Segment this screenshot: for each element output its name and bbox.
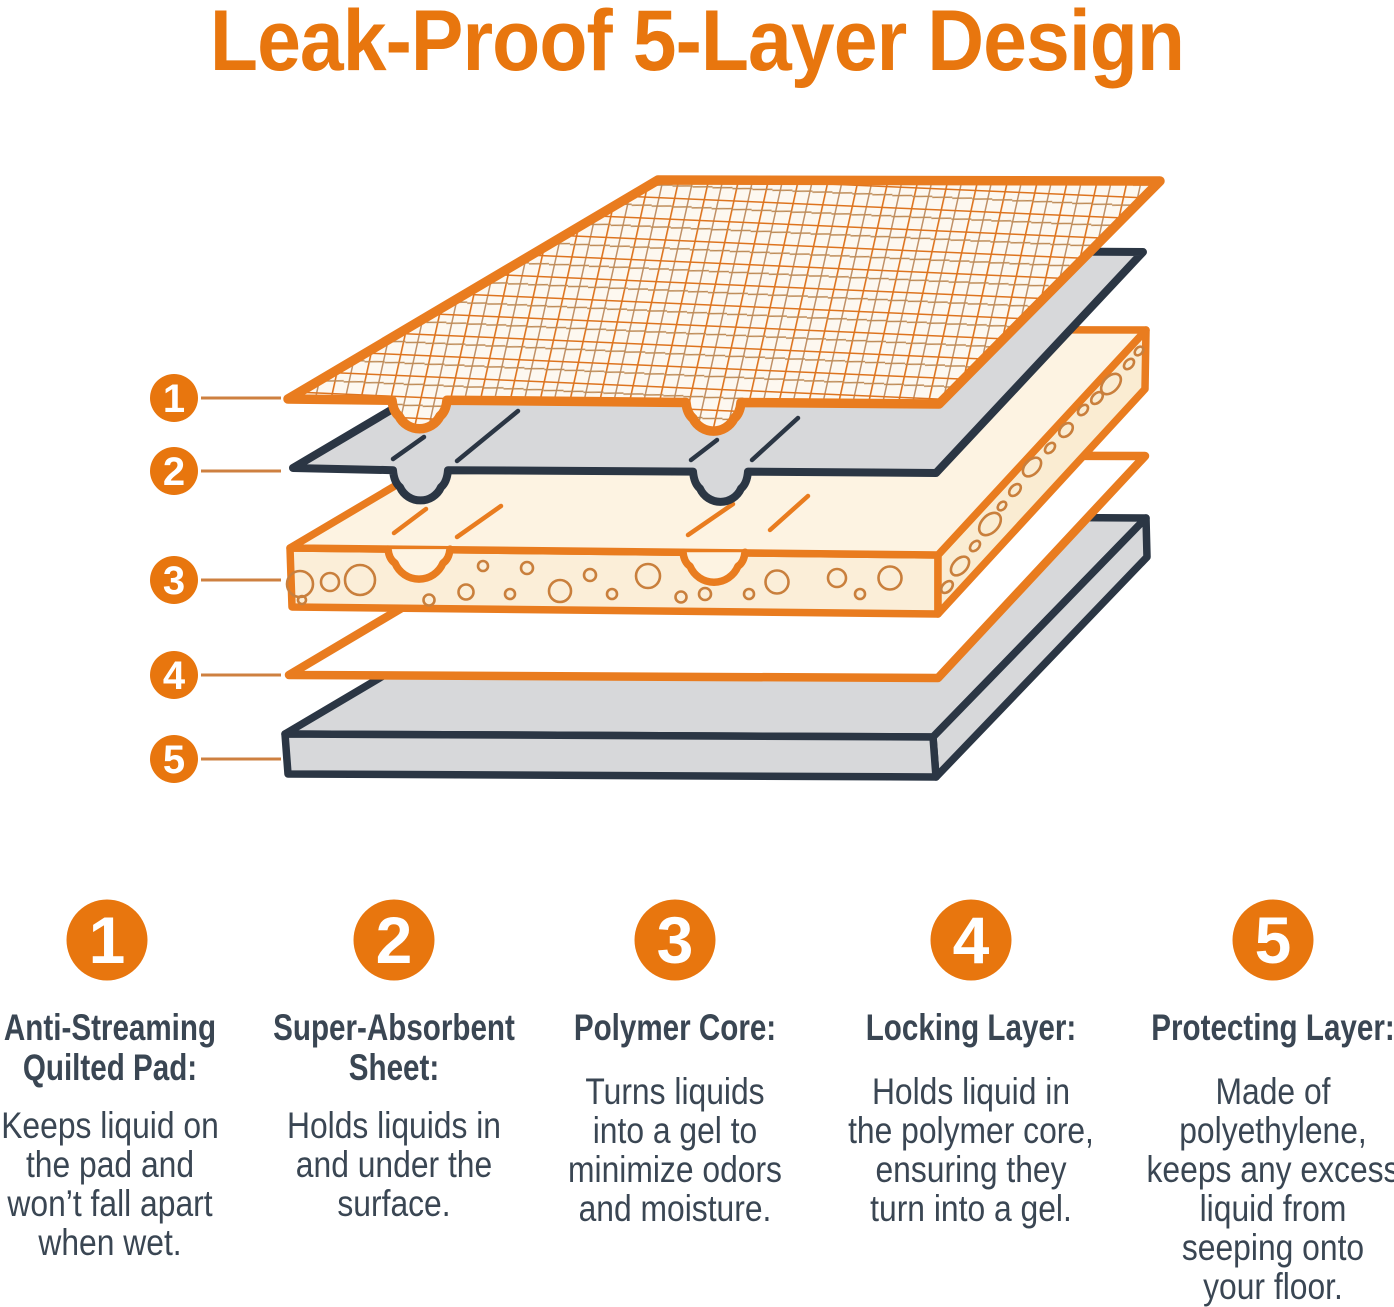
svg-text:3: 3 xyxy=(163,559,185,603)
svg-text:1: 1 xyxy=(163,377,185,421)
svg-text:5: 5 xyxy=(163,738,185,782)
svg-text:3: 3 xyxy=(657,903,694,977)
svg-text:4: 4 xyxy=(163,654,186,698)
svg-text:5: 5 xyxy=(1255,903,1292,977)
svg-text:1: 1 xyxy=(89,903,126,977)
svg-text:4: 4 xyxy=(953,903,990,977)
svg-text:2: 2 xyxy=(163,450,185,494)
svg-text:2: 2 xyxy=(376,903,413,977)
